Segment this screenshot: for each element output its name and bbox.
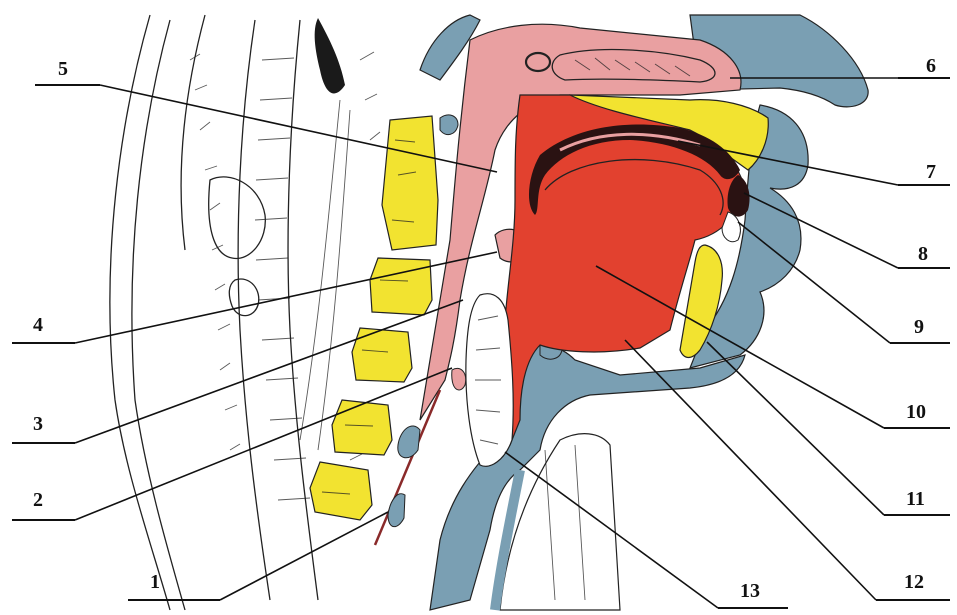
- epiglottis: [452, 294, 513, 467]
- label-7: 7: [926, 161, 936, 183]
- spinal-cord-outline: [238, 20, 318, 600]
- label-13: 13: [740, 580, 760, 602]
- vertebra-c4: [352, 328, 412, 382]
- posterior-hatching: [190, 52, 384, 460]
- leader-line-4: [75, 252, 497, 343]
- dark-ligament: [300, 18, 350, 450]
- leader-line-1: [220, 512, 388, 600]
- vertebra-c6: [310, 462, 372, 520]
- label-3: 3: [33, 413, 43, 435]
- leader-line-5: [100, 85, 497, 172]
- vertebra-c3: [370, 258, 432, 315]
- label-1: 1: [150, 571, 160, 593]
- label-6: 6: [926, 55, 936, 77]
- vertebra-c5: [332, 400, 392, 455]
- label-10: 10: [906, 401, 926, 423]
- label-8: 8: [918, 243, 928, 265]
- label-2: 2: [33, 489, 43, 511]
- label-5: 5: [58, 58, 68, 80]
- leader-line-11: [707, 342, 884, 515]
- label-11: 11: [906, 488, 925, 510]
- vertebrae: [310, 116, 438, 520]
- label-4: 4: [33, 314, 43, 336]
- vertebra-c2: [382, 116, 438, 250]
- label-12: 12: [904, 571, 924, 593]
- label-9: 9: [914, 316, 924, 338]
